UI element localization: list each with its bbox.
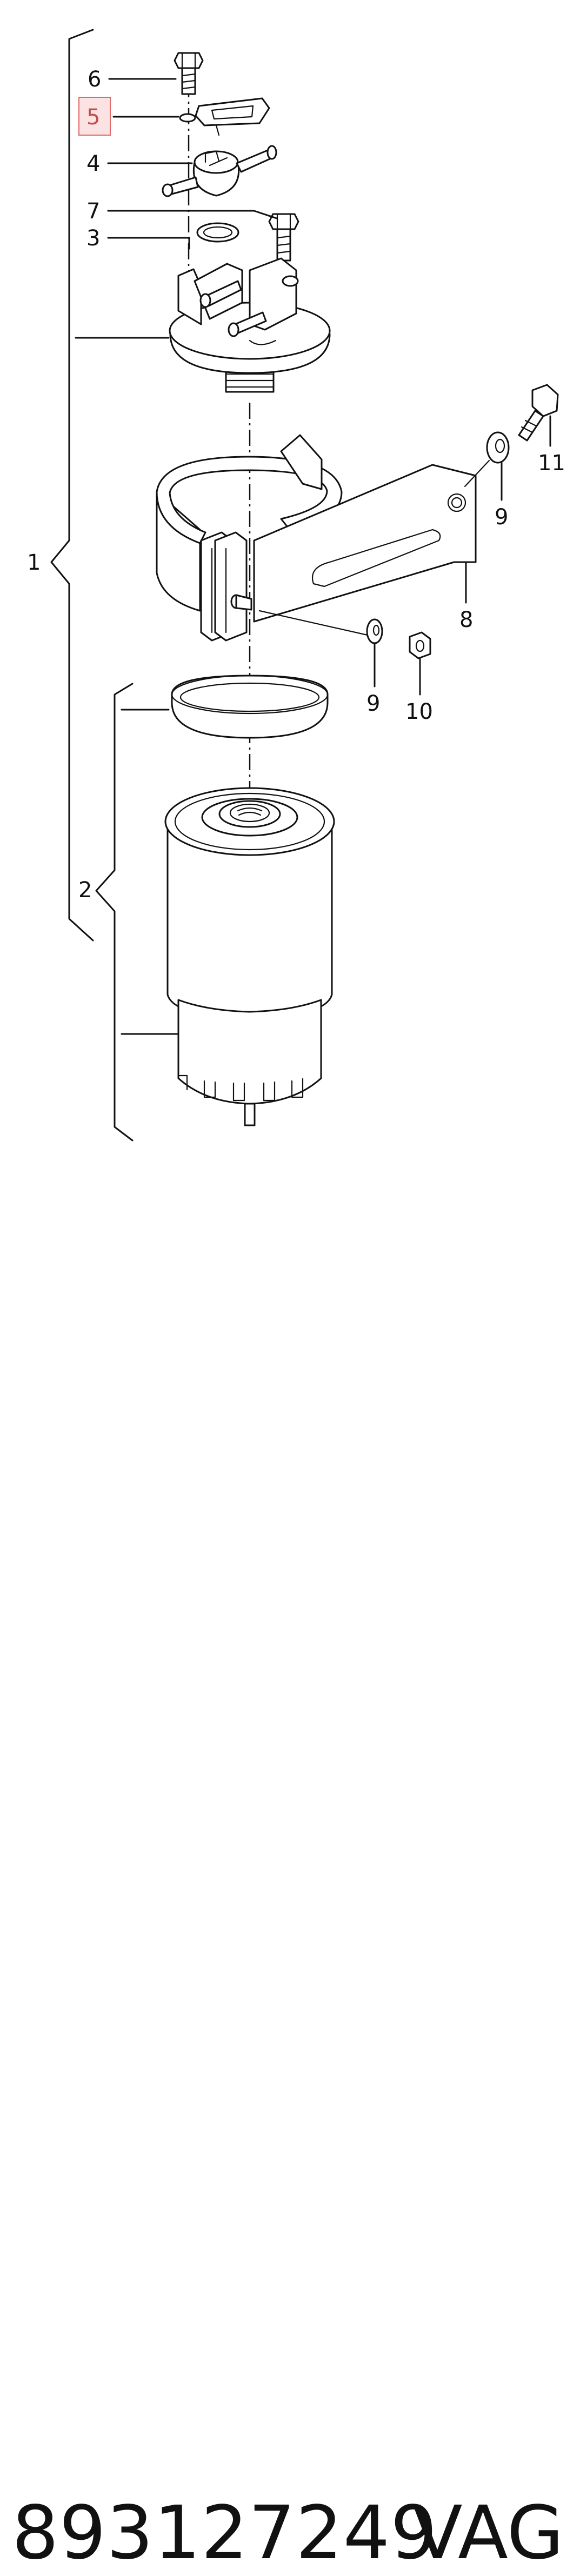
o-ring-part-3[interactable] (196, 222, 239, 243)
seal-ring[interactable] (171, 675, 329, 739)
bolt-part-6[interactable] (174, 52, 204, 95)
callout-11[interactable]: 11 (538, 451, 565, 476)
part-number: 893127249 (12, 2491, 438, 2576)
callout-9-upper[interactable]: 9 (495, 505, 508, 530)
brand-label: VAG (412, 2491, 564, 2576)
filter-head[interactable] (169, 257, 331, 393)
group-bracket-1 (50, 29, 94, 942)
callout-7[interactable]: 7 (86, 199, 100, 224)
washer-part-9-lower[interactable] (366, 618, 383, 644)
callout-4[interactable]: 4 (86, 151, 100, 176)
gasket-part-5[interactable] (179, 97, 270, 136)
callout-5-highlight (78, 97, 111, 136)
nut-part-10[interactable] (409, 631, 431, 659)
leader-7 (107, 210, 278, 219)
callout-8[interactable]: 8 (459, 608, 473, 632)
bolt-part-7[interactable] (268, 213, 299, 262)
filter-cartridge[interactable] (164, 787, 335, 1126)
callout-9-lower[interactable]: 9 (366, 691, 380, 716)
callout-3[interactable]: 3 (86, 226, 100, 251)
check-valve-part-4[interactable] (162, 145, 277, 197)
washer-part-9-upper[interactable] (464, 431, 510, 488)
bolt-part-11[interactable] (518, 384, 559, 442)
footer: 893127249 VAG (0, 1243, 580, 2576)
callout-10[interactable]: 10 (405, 699, 433, 724)
group-bracket-2 (95, 683, 134, 1142)
clamp-bolt[interactable] (230, 594, 369, 636)
callout-1[interactable]: 1 (27, 550, 41, 575)
leader-3 (107, 237, 190, 250)
callout-5[interactable]: 5 (86, 105, 100, 130)
callout-2[interactable]: 2 (78, 878, 92, 903)
callout-6[interactable]: 6 (88, 67, 101, 92)
bracket-clamp-part-8[interactable] (156, 434, 477, 642)
fuel-filter-exploded-diagram: 6 5 4 7 3 1 2 8 9 10 9 11 (27, 29, 565, 1142)
